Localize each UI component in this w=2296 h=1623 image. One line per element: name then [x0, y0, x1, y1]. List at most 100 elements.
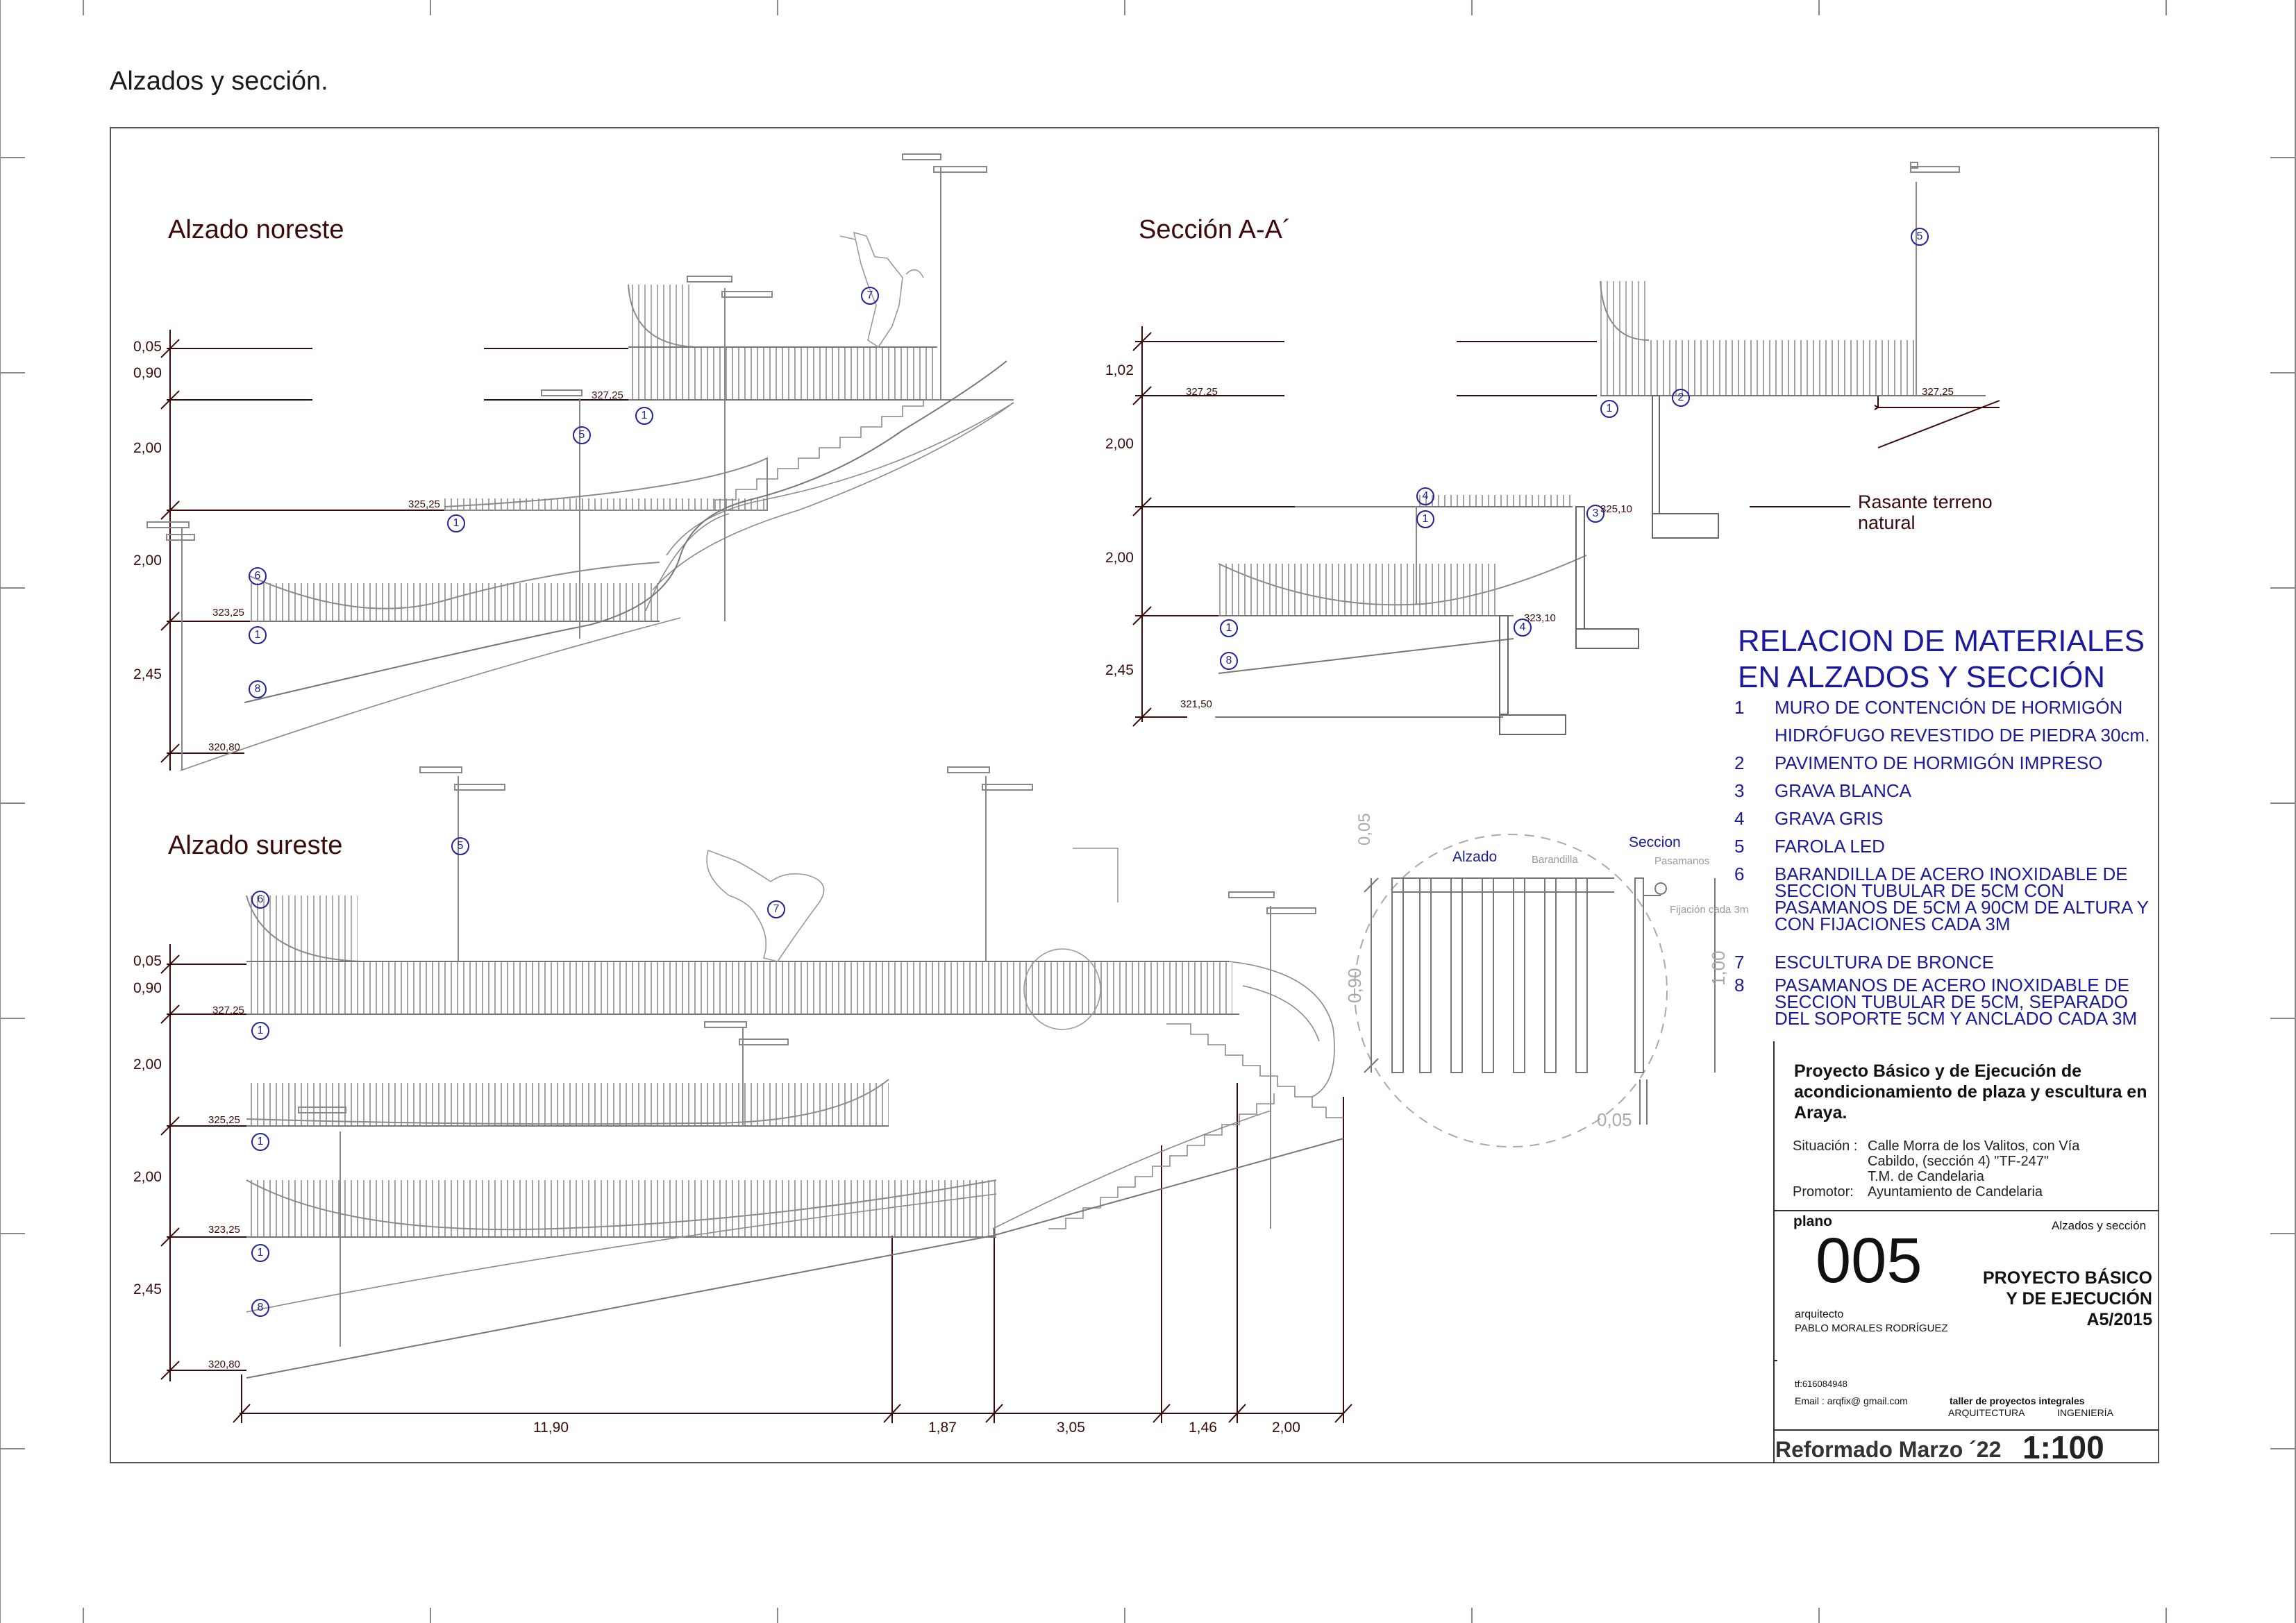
- level-dim: 2,00: [1105, 550, 1134, 566]
- terrain-label: Rasante terreno natural: [1858, 491, 1993, 533]
- callout-bubble: 5: [573, 426, 591, 444]
- taller-label: taller de proyectos integrales: [1950, 1395, 2085, 1406]
- arquitectura-label: ARQUITECTURA: [1948, 1407, 2025, 1418]
- elevation-noreste: [146, 153, 1014, 771]
- elevation-mark: 327,25: [212, 1004, 244, 1016]
- level-dim: 0,05: [133, 339, 162, 355]
- callout-bubble: 1: [635, 407, 653, 425]
- detail-dim: 0,90: [1344, 968, 1365, 1003]
- project-phase-line: Y DE EJECUCIÓN: [2006, 1289, 2152, 1309]
- arquitecto-name: PABLO MORALES RODRÍGUEZ: [1795, 1322, 1948, 1334]
- elevation-mark: 320,80: [208, 741, 240, 753]
- detail-label-alzado: Alzado: [1452, 849, 1498, 865]
- elevation-mark: 320,80: [208, 1359, 240, 1370]
- scale-label: 1:100: [2022, 1429, 2104, 1465]
- level-dim: 2,45: [133, 1281, 162, 1297]
- legend-item-text: HIDRÓFUGO REVESTIDO DE PIEDRA 30cm.: [1775, 725, 2150, 746]
- callout-bubble: 7: [861, 287, 879, 305]
- elevation-mark: 323,25: [208, 1224, 240, 1236]
- situacion-label: Situación :: [1793, 1138, 1858, 1154]
- elevation-mark: 327,25: [1186, 386, 1218, 398]
- railing-detail: [1354, 834, 1716, 1147]
- callout-bubble: 7: [767, 900, 785, 918]
- situacion-line: Cabildo, (sección 4) "TF-247": [1868, 1154, 2049, 1169]
- legend-item-text: FAROLA LED: [1775, 836, 1885, 857]
- elevation-mark: 327,25: [1922, 386, 1954, 398]
- legend-item-text: GRAVA GRIS: [1775, 808, 1884, 829]
- elevation-sureste: [160, 766, 1352, 1423]
- detail-label-barandilla: Barandilla: [1532, 854, 1578, 866]
- elevation-mark: 325,25: [208, 1114, 240, 1126]
- level-dim: 1,02: [1105, 362, 1134, 378]
- plano-number: 005: [1816, 1225, 1922, 1296]
- callout-bubble: 4: [1514, 619, 1532, 637]
- level-dim: 2,00: [1105, 436, 1134, 452]
- detail-dim: 0,05: [1597, 1109, 1632, 1130]
- legend-item-number: 8: [1734, 975, 1745, 995]
- callout-bubble: 1: [251, 1244, 269, 1262]
- elevation-mark: 323,10: [1524, 612, 1556, 624]
- level-dim: 2,00: [133, 1057, 162, 1073]
- legend-item-text: BARANDILLA DE ACERO INOXIDABLE DE SECCIO…: [1775, 864, 2149, 934]
- page-title: Alzados y sección.: [110, 67, 328, 96]
- callout-bubble: 5: [1911, 228, 1929, 246]
- detail-dim: 0,05: [1355, 813, 1374, 846]
- dimension-label: 3,05: [1057, 1420, 1085, 1436]
- dimension-label: 2,00: [1272, 1420, 1300, 1436]
- callout-bubble: 4: [1416, 487, 1434, 505]
- callout-bubble: 1: [447, 514, 465, 532]
- dimension-label: 1,46: [1189, 1420, 1217, 1436]
- level-dim: 0,05: [133, 953, 162, 969]
- callout-bubble: 3: [1586, 505, 1604, 523]
- reformado-note: Reformado Marzo ´22: [1775, 1437, 2002, 1462]
- callout-bubble: 6: [249, 567, 267, 585]
- legend-title: RELACION DE MATERIALES EN ALZADOS Y SECC…: [1738, 623, 2154, 696]
- legend-title-line: EN ALZADOS Y SECCIÓN: [1738, 660, 2105, 694]
- callout-bubble: 1: [251, 1022, 269, 1040]
- callout-bubble: 1: [1416, 510, 1434, 528]
- dimension-label: 11,90: [533, 1420, 569, 1436]
- telephone: tf:616084948: [1795, 1379, 1847, 1389]
- legend-item-text: ESCULTURA DE BRONCE: [1775, 952, 1994, 973]
- promotor-label: Promotor:: [1793, 1184, 1854, 1200]
- legend-item-text: GRAVA BLANCA: [1775, 780, 1911, 801]
- level-dim: 0,90: [133, 980, 162, 996]
- level-dim: 2,00: [133, 553, 162, 569]
- callout-bubble: 6: [251, 891, 269, 909]
- legend-item-text: MURO DE CONTENCIÓN DE HORMIGÓN: [1775, 697, 2123, 718]
- elevation-mark: 321,50: [1180, 698, 1212, 710]
- callout-bubble: 1: [1600, 400, 1618, 418]
- view-title-noreste: Alzado noreste: [168, 215, 344, 244]
- view-title-sureste: Alzado sureste: [168, 831, 343, 860]
- view-title-seccion: Sección A-A´: [1139, 215, 1291, 244]
- plano-name: Alzados y sección: [2052, 1219, 2147, 1232]
- level-dim: 2,45: [133, 666, 162, 682]
- level-dim: 2,45: [1105, 662, 1134, 678]
- email: Email : arqfix@ gmail.com: [1795, 1395, 1908, 1406]
- callout-bubble: 1: [251, 1133, 269, 1151]
- project-phase-line: PROYECTO BÁSICO: [1982, 1268, 2152, 1288]
- project-phase-line: A5/2015: [2086, 1310, 2152, 1329]
- dimension-label: 1,87: [928, 1420, 957, 1436]
- situacion-line: T.M. de Candelaria: [1868, 1169, 1984, 1184]
- level-dim: 2,00: [133, 440, 162, 456]
- legend-item-number: 1: [1734, 697, 1745, 718]
- legend-item-number: 2: [1734, 752, 1745, 773]
- ingenieria-label: INGENIERÍA: [2057, 1407, 2113, 1418]
- detail-dim: 1,00: [1708, 950, 1729, 986]
- situacion-line: Calle Morra de los Valitos, con Vía: [1868, 1138, 2080, 1154]
- project-title: Proyecto Básico y de Ejecución de acondi…: [1794, 1061, 2147, 1122]
- elevation-mark: 325,25: [408, 498, 440, 510]
- elevation-mark: 327,25: [592, 389, 623, 401]
- legend-item-number: 4: [1734, 808, 1745, 829]
- promotor-value: Ayuntamiento de Candelaria: [1868, 1184, 2043, 1200]
- level-dim: 0,90: [133, 365, 162, 381]
- callout-bubble: 5: [451, 837, 469, 855]
- detail-label-seccion: Seccion: [1629, 834, 1681, 850]
- detail-label-fijacion: Fijación cada 3m: [1670, 904, 1749, 916]
- level-dim: 2,00: [133, 1169, 162, 1185]
- legend-item-text: PASAMANOS DE ACERO INOXIDABLE DE SECCION…: [1775, 975, 2138, 1029]
